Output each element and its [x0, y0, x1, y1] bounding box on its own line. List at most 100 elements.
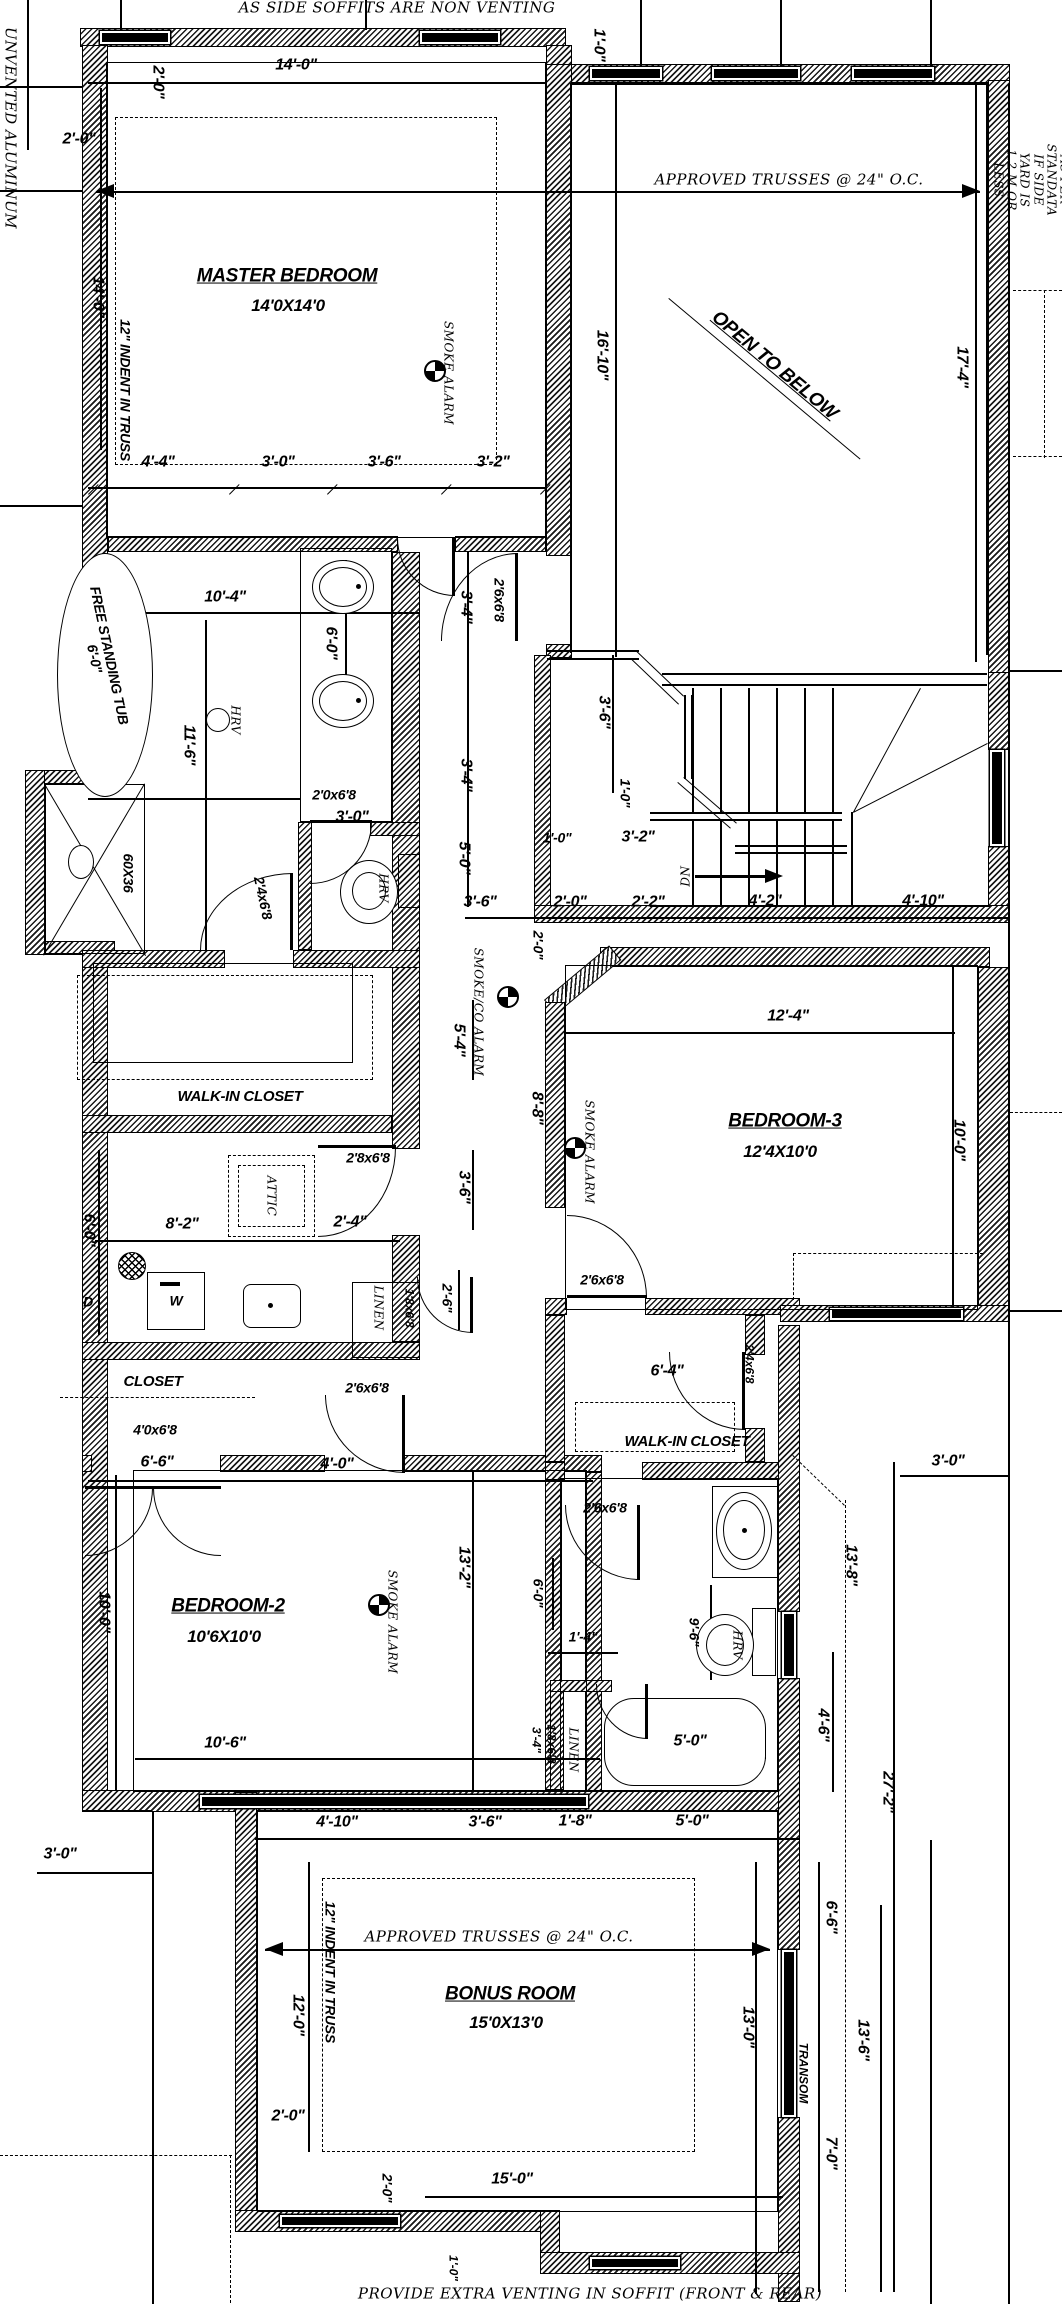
dim: 8'-2" [165, 1215, 199, 1233]
door-leaf [637, 1505, 640, 1580]
knee-wall [547, 650, 639, 652]
dim-line [205, 620, 207, 950]
wall-wc-north [370, 822, 420, 836]
truss-indent-bonus [322, 1878, 695, 2152]
dim: 5'-0" [675, 1812, 709, 1830]
roof-dash [1013, 290, 1062, 291]
witness-line [780, 0, 782, 66]
dim-line [832, 1652, 834, 1792]
wall-east-lower-c [778, 2117, 800, 2302]
dim: 3'-6" [455, 1170, 473, 1204]
witness-line [365, 0, 367, 30]
roof-dash [1010, 1112, 1062, 1113]
stair-tread [804, 821, 806, 907]
line [572, 83, 988, 85]
toilet-bowl-inner [352, 872, 386, 910]
stair-rail [650, 812, 842, 814]
door-size: 1'8x6'8 [544, 1724, 559, 1764]
washer-detail [160, 1282, 180, 1286]
note-truss-indent: 12" INDENT IN TRUSS [322, 1901, 339, 2043]
dim: 2'-0" [149, 65, 167, 99]
room-label-bedroom2: BEDROOM-2 [171, 1595, 285, 1617]
dim-line [472, 1150, 474, 1230]
window [420, 31, 500, 44]
room-size-master: 14'0X14'0 [251, 296, 325, 316]
dim-line [975, 84, 977, 662]
line [570, 83, 572, 653]
dim-line [95, 1240, 345, 1242]
dim: 5'-0" [673, 1732, 707, 1750]
wall-step [546, 45, 572, 66]
dim: 16'-10" [593, 329, 611, 381]
stair-tread [692, 821, 694, 907]
wall-b2-north-b [220, 1455, 325, 1472]
stair-tread [832, 688, 834, 814]
stair-edge [650, 905, 990, 907]
dim: 8'-8" [528, 1091, 546, 1125]
smoke-alarm-master-icon [424, 360, 446, 382]
wall-master-east [546, 64, 572, 556]
door-leaf [153, 1486, 221, 1489]
dim: 5'-4" [450, 1023, 468, 1057]
wic-dashed-shelf [77, 975, 373, 1080]
sink-drain [268, 1303, 273, 1308]
linen-label: LINEN [371, 1285, 386, 1331]
note-truss-indent: 12" INDENT IN TRUSS [117, 319, 134, 461]
stair-tread [748, 821, 750, 907]
dim-line [255, 1838, 800, 1840]
smoke-alarm-label: SMOKE ALARM [582, 1099, 597, 1205]
wall-wic-south [82, 1115, 392, 1133]
dim: 2'-6" [439, 1283, 456, 1313]
door-size: 2'6x6'8 [583, 1499, 627, 1516]
dim: 9'-6" [686, 1617, 703, 1647]
truss-span-line [96, 191, 980, 193]
dim-line [565, 1032, 955, 1034]
sink-drain [742, 1528, 747, 1533]
tub-deck-line [88, 798, 300, 800]
door-size: 2'8x6'8 [346, 1149, 390, 1166]
roof-dash [1013, 456, 1062, 457]
roof-hip-dash [792, 1455, 845, 1506]
dim-line [818, 1862, 820, 2292]
dim: 4'-2" [748, 892, 782, 910]
door-size: 2'0x6'8 [312, 786, 356, 803]
line [1010, 670, 1062, 672]
laundry-linen [352, 1282, 420, 1358]
closet-shelf-line [60, 1397, 255, 1398]
dim: 3'-4" [529, 1727, 544, 1753]
dim: 12'-0" [289, 1994, 307, 2036]
dim: 13'-0" [739, 2006, 757, 2048]
smoke-alarm-label: SMOKE ALARM [385, 1569, 400, 1675]
dim: 2'-0" [62, 130, 96, 148]
door-leaf [515, 553, 518, 641]
dim: 2'-0" [271, 2107, 305, 2125]
wall-left-b [82, 953, 108, 1802]
dim-line [467, 552, 469, 907]
knee-wall [631, 659, 679, 705]
dim: 3'-0" [931, 1452, 965, 1470]
hrv-label: HRV [228, 705, 243, 735]
dim-line [128, 612, 420, 614]
dim-line [615, 84, 617, 657]
witness-line [640, 0, 642, 66]
smoke-alarm-bedroom3-icon [564, 1137, 586, 1159]
stair-tread [748, 688, 750, 814]
dim: 3'-6" [463, 893, 497, 911]
door-size: 1'8x6'8 [402, 1288, 417, 1328]
note-unvented-aluminum: UNVENTED ALUMINUM [1, 27, 20, 229]
dim-line [893, 1462, 895, 2292]
dim: 2'-0" [530, 930, 547, 960]
attic-access [228, 1155, 315, 1237]
dim: 27'-2" [879, 1771, 897, 1813]
hrv-label: HRV [376, 873, 391, 903]
stair-tread [720, 821, 722, 907]
dim: 13'-2" [455, 1546, 473, 1588]
dim: 3'-6" [595, 695, 613, 729]
wall-wc-west [298, 822, 312, 950]
wall-bath-north-a [545, 1462, 565, 1480]
room-outline-bedroom2 [133, 1470, 587, 1792]
window-transom [782, 1950, 796, 2117]
bathtub [604, 1698, 766, 1786]
stair-tread [832, 821, 834, 907]
dim: 10'-0" [95, 1591, 113, 1633]
